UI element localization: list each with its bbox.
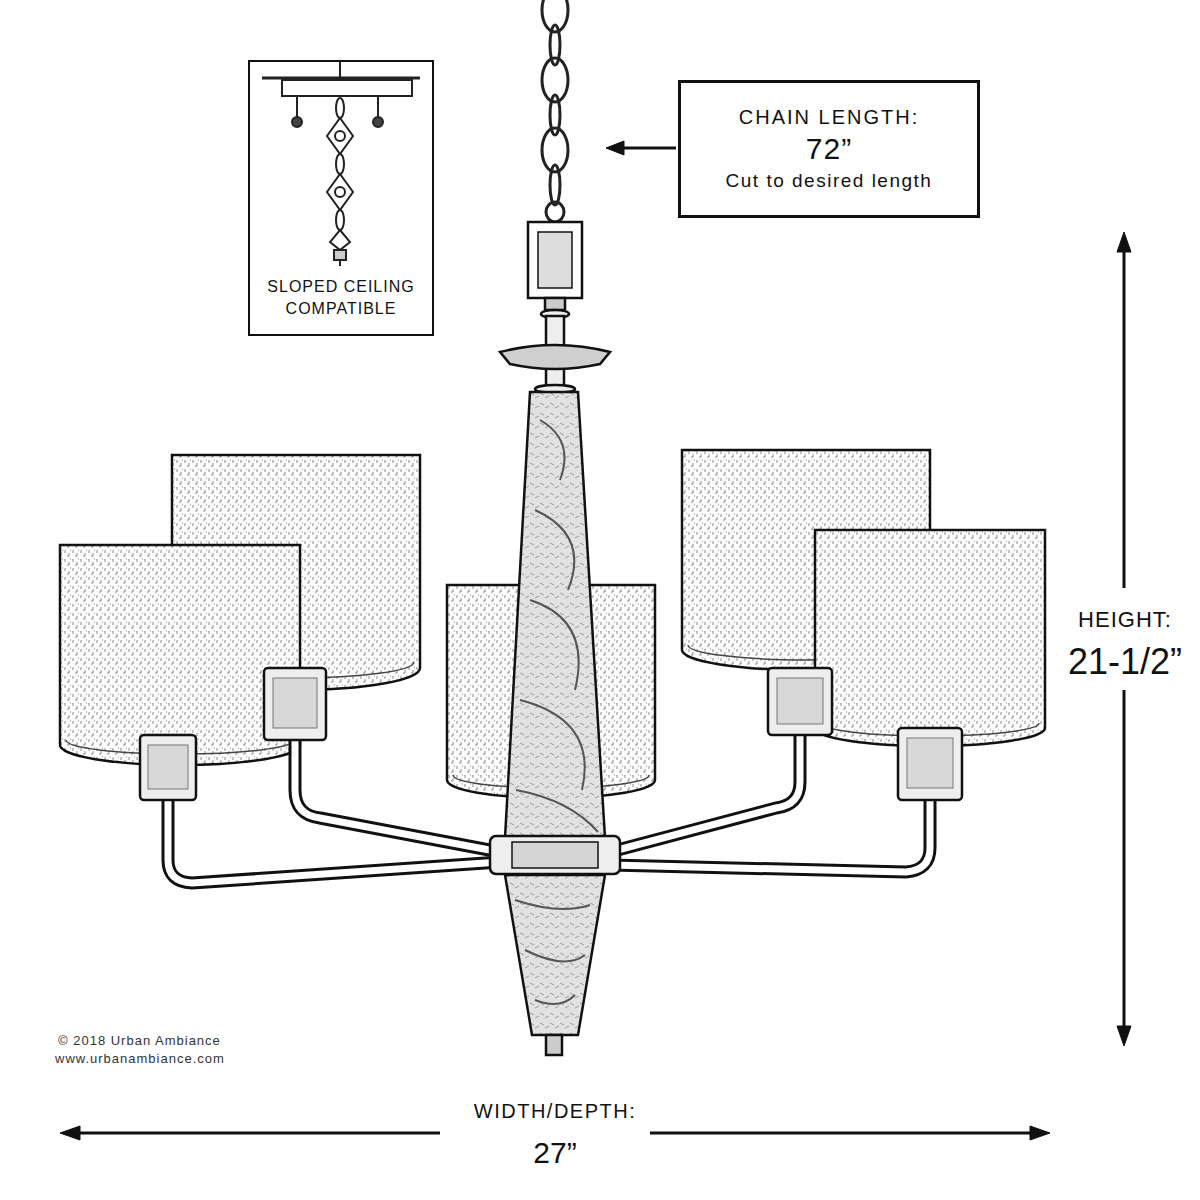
center-column: [505, 392, 605, 838]
chain-arrow: [606, 141, 676, 155]
callout-heading: CHAIN LENGTH:: [739, 104, 919, 130]
lower-column-part: [505, 875, 605, 1035]
inset-illustration-part: [327, 174, 353, 210]
inset-caption: SLOPED CEILING COMPATIBLE: [258, 276, 424, 320]
socket: [140, 668, 962, 800]
arm: [168, 735, 930, 883]
dimension-arrow-part: [78, 1132, 440, 1135]
callout-note: Cut to desired length: [726, 168, 933, 194]
inset-illustration-part: [330, 230, 350, 250]
inset-illustration-part: [339, 260, 341, 266]
arm-part: [295, 740, 500, 852]
lower-column-part: [515, 900, 590, 1004]
socket-part: [777, 678, 823, 724]
lower-column-part: [546, 1035, 562, 1055]
chain-part: [542, 0, 568, 32]
inset-illustration-part: [336, 210, 344, 230]
inset-illustration-part: [296, 96, 298, 117]
socket-part: [273, 678, 317, 728]
arm-part: [610, 735, 800, 852]
inset-illustration-part: [377, 96, 379, 117]
center-column-part: [516, 420, 598, 832]
inset-illustration-part: [327, 118, 353, 154]
dimension-arrow-part: [1123, 250, 1126, 588]
dimension-value: 72”: [806, 130, 852, 168]
canopy-rod-part: [538, 232, 572, 288]
chain-part: [550, 165, 560, 205]
canopy-rod: [500, 222, 610, 393]
dimension-arrow-part: [1117, 232, 1131, 252]
chain: [542, 0, 568, 222]
lower-column-part: [490, 836, 620, 874]
socket-part: [264, 668, 326, 740]
arm-part: [610, 735, 800, 852]
canopy-rod-part: [500, 345, 610, 369]
inset-illustration-part: [339, 62, 341, 78]
dimension-arrow: [60, 232, 1131, 1140]
dimension-arrow-part: [1117, 1026, 1131, 1046]
copyright-note: © 2018 Urban Ambiance: [58, 1034, 221, 1049]
website-note: www.urbanambiance.com: [55, 1052, 225, 1067]
canopy-rod-part: [545, 298, 565, 310]
lower-column: [490, 836, 620, 1055]
chain-part: [546, 202, 564, 222]
dimension-value: 27”: [533, 1136, 576, 1171]
canopy-rod-part: [528, 222, 582, 298]
socket-part: [148, 745, 188, 789]
dimension-label: WIDTH/DEPTH:: [474, 1100, 636, 1123]
socket-part: [768, 668, 832, 735]
lower-column-part: [512, 842, 598, 868]
inset-illustration-part: [292, 117, 302, 127]
arm-part: [168, 800, 500, 883]
lamp-shade-part: [815, 530, 1045, 746]
inset-illustration-part: [335, 187, 345, 197]
inset-illustration-part: [336, 98, 344, 118]
inset-illustration-part: [334, 250, 346, 260]
callout-box: CHAIN LENGTH:72”Cut to desired length: [678, 80, 980, 218]
dimension-arrow-part: [1030, 1126, 1050, 1140]
chain-arrow-part: [606, 141, 624, 155]
arm-part: [295, 740, 500, 852]
inset-illustration-part: [336, 154, 344, 174]
inset-illustration-part: [335, 131, 345, 141]
center-column-part: [505, 392, 605, 838]
socket-part: [140, 735, 196, 800]
inset-illustration-part: [282, 80, 412, 96]
inset-illustration-part: [373, 117, 383, 127]
socket-part: [898, 728, 962, 800]
socket-part: [907, 738, 953, 788]
dimension-arrow-part: [60, 1126, 80, 1140]
dimension-arrow-part: [1123, 690, 1126, 1028]
arm-part: [168, 800, 500, 883]
dimension-arrow-part: [650, 1132, 1032, 1135]
chain-arrow-part: [620, 147, 676, 150]
arm-part: [610, 800, 930, 872]
dimension-label: HEIGHT:: [1078, 607, 1172, 632]
dimension-value: 21-1/2”: [1068, 641, 1182, 682]
inset-illustration: [262, 62, 420, 266]
arm-part: [610, 800, 930, 872]
inset-box: SLOPED CEILING COMPATIBLE: [248, 60, 434, 336]
